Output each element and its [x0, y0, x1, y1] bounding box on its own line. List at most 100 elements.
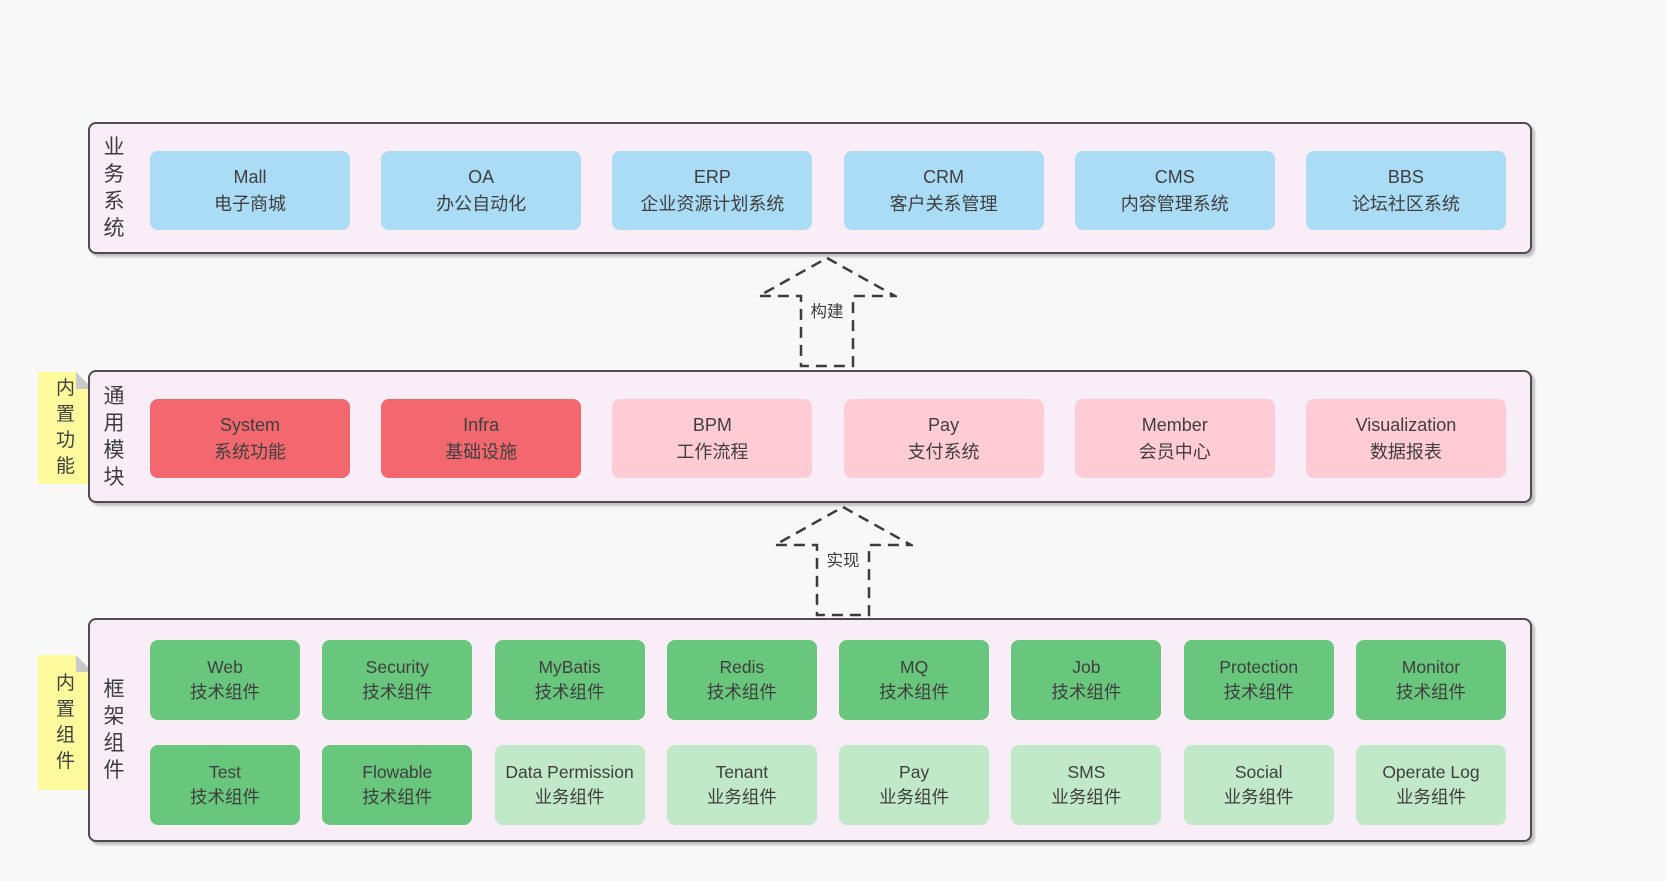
layer-label-framework: 框架组件 [102, 620, 126, 840]
box-title: MQ [900, 657, 929, 677]
sticky-note-builtin-functions: 内置功能 [38, 372, 93, 484]
box-subtitle: 技术组件 [1223, 682, 1294, 702]
box-member: Member 会员中心 [1074, 399, 1275, 478]
box-subtitle: 业务组件 [1395, 787, 1466, 807]
dashed-up-arrow-build: 构建 [757, 256, 897, 368]
layer-common-modules: 通用模块 System 系统功能 Infra 基础设施 BPM 工作流程 Pay… [88, 370, 1532, 503]
layer-label-text: 通用模块 [103, 384, 125, 489]
box-security: Security 技术组件 [322, 640, 473, 720]
box-title: Monitor [1401, 657, 1461, 677]
box-subtitle: 技术组件 [1395, 682, 1466, 702]
box-subtitle: 电子商城 [214, 193, 286, 214]
box-subtitle: 业务组件 [1223, 787, 1294, 807]
box-subtitle: 企业资源计划系统 [640, 193, 785, 214]
box-subtitle: 工作流程 [676, 441, 749, 462]
up-arrow-icon [773, 505, 913, 617]
box-subtitle: 技术组件 [362, 787, 433, 807]
box-flowable: Flowable 技术组件 [322, 745, 473, 825]
box-title: Infra [463, 414, 500, 435]
box-title: ERP [693, 166, 731, 187]
box-crm: CRM 客户关系管理 [843, 151, 1044, 230]
box-subtitle: 技术组件 [879, 682, 950, 702]
layer-label-business: 业务系统 [102, 124, 126, 252]
box-oa: OA 办公自动化 [381, 151, 582, 230]
box-subtitle: 业务组件 [1051, 787, 1122, 807]
box-subtitle: 技术组件 [190, 787, 260, 807]
box-title: OA [468, 166, 495, 187]
box-subtitle: 业务组件 [879, 787, 950, 807]
box-title: Job [1072, 657, 1101, 677]
box-title: SMS [1067, 762, 1106, 782]
box-redis: Redis 技术组件 [666, 640, 817, 720]
layer-framework-components: 框架组件 Web 技术组件 Security 技术组件 MyBatis 技术组件… [88, 618, 1532, 842]
box-subtitle: 系统功能 [214, 441, 286, 462]
box-title: Flowable [362, 762, 433, 782]
box-title: BPM [692, 414, 732, 435]
box-title: Redis [719, 657, 765, 677]
arrow-label-build: 构建 [807, 296, 847, 324]
box-mall: Mall 电子商城 [150, 151, 350, 230]
box-bpm: BPM 工作流程 [612, 399, 813, 478]
box-title: BBS [1387, 166, 1424, 187]
box-subtitle: 基础设施 [445, 441, 518, 462]
up-arrow-icon [757, 256, 897, 368]
box-mybatis: MyBatis 技术组件 [494, 640, 645, 720]
framework-row-1: Web 技术组件 Security 技术组件 MyBatis 技术组件 Redi… [150, 640, 1506, 720]
modules-boxes-row: System 系统功能 Infra 基础设施 BPM 工作流程 Pay 支付系统… [150, 399, 1506, 478]
box-subtitle: 技术组件 [362, 682, 433, 702]
box-subtitle: 业务组件 [534, 787, 605, 807]
box-operate-log: Operate Log 业务组件 [1355, 745, 1506, 825]
box-title: Mall [233, 166, 267, 187]
box-subtitle: 内容管理系统 [1120, 193, 1229, 214]
box-title: Tenant [715, 762, 769, 782]
box-title: MyBatis [538, 657, 601, 677]
box-title: Social [1234, 762, 1283, 782]
box-title: Security [365, 657, 429, 677]
framework-row-2: Test 技术组件 Flowable 技术组件 Data Permission … [150, 745, 1506, 825]
box-social: Social 业务组件 [1183, 745, 1334, 825]
note-label: 内置组件 [55, 672, 75, 772]
box-pay-system: Pay 支付系统 [843, 399, 1044, 478]
box-erp: ERP 企业资源计划系统 [612, 151, 813, 230]
box-title: Data Permission [505, 762, 634, 782]
box-title: CMS [1154, 166, 1195, 187]
dashed-up-arrow-implement: 实现 [773, 505, 913, 617]
box-subtitle: 办公自动化 [436, 193, 527, 214]
box-title: Pay [928, 414, 960, 435]
arrow-label-implement: 实现 [823, 545, 863, 573]
box-subtitle: 支付系统 [907, 441, 980, 462]
box-web: Web 技术组件 [150, 640, 300, 720]
box-subtitle: 技术组件 [534, 682, 605, 702]
box-subtitle: 技术组件 [1051, 682, 1122, 702]
layer-label-text: 业务系统 [103, 136, 125, 240]
layer-label-modules: 通用模块 [102, 372, 126, 501]
box-protection: Protection 技术组件 [1183, 640, 1334, 720]
sticky-note-builtin-components: 内置组件 [38, 655, 93, 790]
box-infra: Infra 基础设施 [381, 399, 582, 478]
box-pay-component: Pay 业务组件 [839, 745, 990, 825]
box-title: Member [1141, 414, 1208, 435]
box-title: CRM [923, 166, 965, 187]
box-subtitle: 技术组件 [706, 682, 777, 702]
box-subtitle: 客户关系管理 [889, 193, 998, 214]
box-sms: SMS 业务组件 [1011, 745, 1162, 825]
box-title: System [219, 414, 280, 435]
box-monitor: Monitor 技术组件 [1355, 640, 1506, 720]
layer-business-systems: 业务系统 Mall 电子商城 OA 办公自动化 ERP 企业资源计划系统 CRM… [88, 122, 1532, 254]
note-label: 内置功能 [55, 378, 75, 477]
box-title: Test [208, 762, 242, 782]
box-job: Job 技术组件 [1011, 640, 1162, 720]
box-subtitle: 业务组件 [706, 787, 777, 807]
box-data-permission: Data Permission 业务组件 [494, 745, 645, 825]
box-subtitle: 论坛社区系统 [1351, 193, 1460, 214]
box-mq: MQ 技术组件 [839, 640, 990, 720]
box-title: Pay [899, 762, 930, 782]
layer-label-text: 框架组件 [103, 678, 125, 782]
box-subtitle: 技术组件 [190, 682, 260, 702]
box-visualization: Visualization 数据报表 [1305, 399, 1506, 478]
business-boxes-row: Mall 电子商城 OA 办公自动化 ERP 企业资源计划系统 CRM 客户关系… [150, 151, 1506, 230]
box-subtitle: 会员中心 [1138, 441, 1211, 462]
box-test: Test 技术组件 [150, 745, 300, 825]
box-cms: CMS 内容管理系统 [1074, 151, 1275, 230]
